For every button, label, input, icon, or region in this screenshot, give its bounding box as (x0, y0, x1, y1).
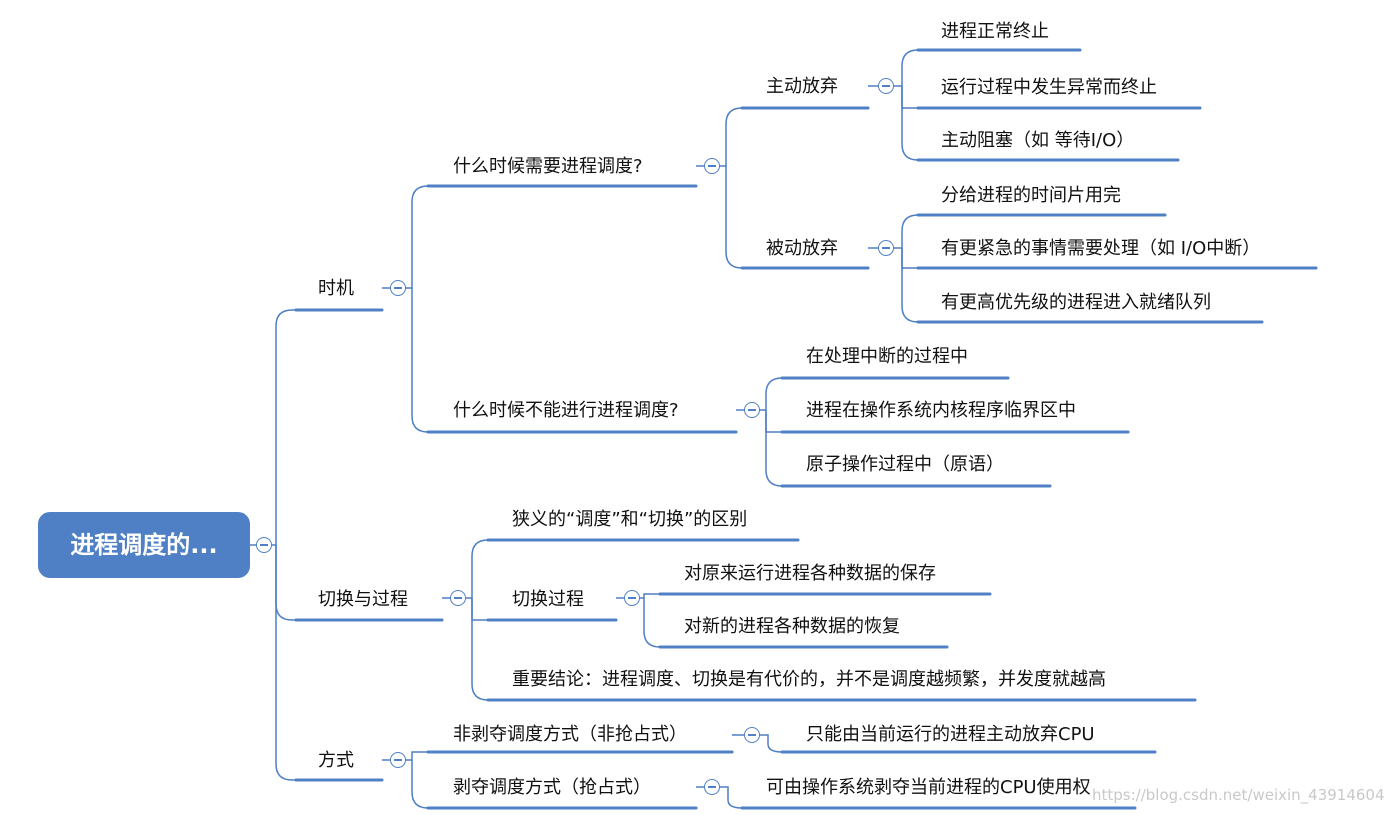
collapse-icon[interactable] (704, 779, 720, 795)
collapse-icon[interactable] (878, 78, 894, 94)
collapse-icon[interactable] (624, 590, 640, 606)
root-node[interactable]: 进程调度的... (38, 512, 250, 578)
leaf-interrupt[interactable]: 在处理中断的过程中 (806, 346, 968, 367)
node-diff[interactable]: 狭义的“调度”和“切换”的区别 (512, 509, 748, 530)
collapse-icon[interactable] (704, 158, 720, 174)
node-preemptive[interactable]: 剥夺调度方式（抢占式） (453, 777, 651, 798)
collapse-icon[interactable] (878, 240, 894, 256)
leaf-higher-priority[interactable]: 有更高优先级的进程进入就绪队列 (941, 292, 1211, 313)
watermark: https://blog.csdn.net/weixin_43914604 (1092, 786, 1385, 804)
collapse-icon[interactable] (744, 727, 760, 743)
node-when-needed[interactable]: 什么时候需要进程调度? (453, 156, 643, 177)
leaf-nonpreemptive[interactable]: 只能由当前运行的进程主动放弃CPU (806, 724, 1095, 745)
leaf-normal-exit[interactable]: 进程正常终止 (941, 21, 1049, 42)
leaf-critical-section[interactable]: 进程在操作系统内核程序临界区中 (806, 400, 1076, 421)
collapse-icon[interactable] (256, 537, 272, 553)
leaf-restore-data[interactable]: 对新的进程各种数据的恢复 (684, 616, 900, 637)
leaf-urgent-event[interactable]: 有更紧急的事情需要处理（如 I/O中断） (941, 238, 1261, 259)
leaf-exception-exit[interactable]: 运行过程中发生异常而终止 (941, 77, 1157, 98)
node-switch-process[interactable]: 切换与过程 (318, 589, 408, 610)
node-passive[interactable]: 被动放弃 (766, 238, 838, 259)
node-mode[interactable]: 方式 (318, 750, 354, 771)
leaf-atomic[interactable]: 原子操作过程中（原语） (806, 454, 1004, 475)
leaf-time-slice[interactable]: 分给进程的时间片用完 (941, 185, 1121, 206)
collapse-icon[interactable] (450, 590, 466, 606)
leaf-save-data[interactable]: 对原来运行进程各种数据的保存 (684, 563, 936, 584)
leaf-active-block[interactable]: 主动阻塞（如 等待I/O） (941, 130, 1135, 151)
node-timing[interactable]: 时机 (318, 278, 354, 299)
collapse-icon[interactable] (744, 402, 760, 418)
node-nonpreemptive[interactable]: 非剥夺调度方式（非抢占式） (453, 724, 687, 745)
leaf-preemptive[interactable]: 可由操作系统剥夺当前进程的CPU使用权 (766, 777, 1091, 798)
collapse-icon[interactable] (390, 752, 406, 768)
node-when-cannot[interactable]: 什么时候不能进行进程调度? (453, 400, 679, 421)
collapse-icon[interactable] (390, 280, 406, 296)
node-switch-steps[interactable]: 切换过程 (512, 589, 584, 610)
node-conclusion[interactable]: 重要结论：进程调度、切换是有代价的，并不是调度越频繁，并发度就越高 (512, 669, 1106, 690)
node-voluntary[interactable]: 主动放弃 (766, 76, 838, 97)
